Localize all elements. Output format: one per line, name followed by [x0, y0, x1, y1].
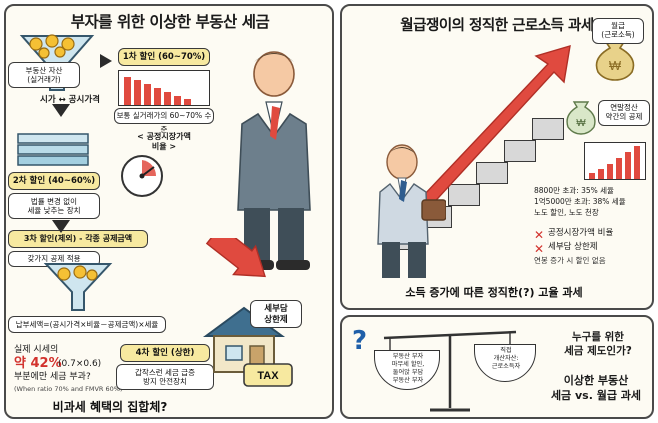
x-icon-1: ✕ — [534, 242, 545, 256]
question-mark: ? — [352, 326, 368, 356]
effective-rate-note: (When ratio 70% and FMVR 60%) — [14, 385, 123, 393]
effective-rate-line3: 부분에만 세금 부과? — [14, 372, 91, 382]
x-icon-0: ✕ — [534, 228, 545, 242]
funnel2-icon — [43, 263, 113, 311]
tax-cap-label: 세부담 상한제 — [250, 300, 302, 328]
scale-icon — [383, 330, 517, 412]
stairs-up-arrow — [398, 42, 578, 223]
x-item-1: 세부담 상한제 — [548, 242, 598, 252]
step1-caption: 보통 실거래가의 60~70% 수준 — [114, 108, 214, 134]
x-item-0: 공정시장가액 비율 — [548, 228, 614, 238]
asset-label: 부동산 자산 (실거래가) — [8, 62, 80, 88]
left-panel-footer: 비과세 혜택의 집합체? — [52, 400, 168, 414]
salary-bag-group: ₩ — [586, 34, 644, 82]
yearend-bag-group: ₩ — [560, 98, 602, 136]
fmv-ratio-gauge — [116, 150, 168, 202]
step2-tag: 2차 할인 (40~60%) — [8, 172, 100, 190]
small-money-bag-icon: ₩ — [566, 101, 596, 135]
tax-tag-icon: TAX — [243, 363, 293, 387]
bottom-headline-2: 이상한 부동산 세금 vs. 월급 과세 — [550, 374, 642, 402]
rich-person-illustration — [224, 40, 324, 270]
deduction-funnel-icon — [40, 258, 116, 314]
arrow-step1-to-step2 — [52, 104, 70, 117]
red-arrow-icon — [205, 225, 266, 278]
step1-tag: 1차 할인 (60~70%) — [118, 48, 210, 66]
effective-rate-value: 약 42% — [14, 356, 62, 371]
svg-text:TAX: TAX — [257, 370, 279, 382]
person-climbing-icon — [377, 144, 447, 278]
balance-scale-group — [370, 322, 530, 416]
salaryman-illustration — [368, 140, 447, 280]
step4-tag: 4차 할인 (상한) — [120, 344, 210, 362]
left-scale-pan: 부동산 부자 마무세 할인, 둘어앉 부담 부동산 부자 — [374, 350, 440, 390]
left-panel-title: 부자를 위한 이상한 부동산 세금 — [70, 13, 270, 31]
tax-note-0: 8800만 초과: 35% 세율 — [534, 186, 614, 195]
svg-text:₩: ₩ — [576, 118, 586, 129]
arrow-step2-to-step3 — [52, 220, 70, 233]
red-flow-arrow — [202, 225, 276, 298]
documents-stack-icon — [14, 130, 94, 170]
step2-caption: 법률 변경 없이 세율 낮추는 장치 — [8, 193, 100, 219]
left-pan-text: 부동산 부자 마무세 할인, 둘어앉 부담 부동산 부자 — [391, 353, 425, 385]
money-bag-icon: ₩ — [595, 41, 635, 81]
up-arrow-icon — [404, 45, 571, 223]
arrow-asset-to-step1 — [100, 54, 112, 68]
right-panel-title: 월급쟁이의 정직한 근로소득 과세 — [400, 18, 594, 34]
tax-rate-chart — [584, 142, 646, 180]
tax-note-2: 노도 할인, 노도 천장 — [534, 208, 599, 217]
fmv-ratio-label: < 공정시장가액 비율 > — [137, 132, 191, 151]
bottom-headline-1: 누구를 위한 세금 제도인가? — [564, 331, 632, 358]
price-ratio-label: 시가 ↔ 공시가격 — [40, 95, 100, 105]
tax-formula: 납부세액=(공시가격×비율－공제금액)×세율 — [8, 316, 166, 333]
yearend-label: 연말정산 약간의 공제 — [598, 100, 650, 126]
svg-text:₩: ₩ — [609, 58, 622, 73]
person-walking-icon — [237, 51, 311, 270]
right-pan-text: 직접 개산자산: 근로소득자 — [491, 347, 521, 371]
stairs-group — [392, 60, 582, 250]
salary-bag-label: 월급 (근로소득) — [592, 18, 644, 44]
step4-caption: 갑작스런 세금 급증 방지 안전장치 — [116, 364, 214, 390]
tax-tag-group: TAX — [242, 362, 294, 388]
effective-rate-line1: 실제 시세의 — [14, 345, 59, 355]
effective-rate-value-sub: (0.7×0.6) — [58, 359, 102, 369]
x-items-subnote: 연봉 증가 시 할인 없음 — [534, 256, 606, 265]
tax-note-1: 1억5000만 초과: 38% 세율 — [534, 197, 626, 206]
step1-chart — [118, 70, 210, 106]
step3-tag: 3차 할인(제외) - 각종 공제금액 — [8, 230, 148, 248]
right-top-footer: 소득 증가에 따른 정직한(?) 고율 과세 — [405, 286, 583, 299]
gauge-icon — [121, 155, 163, 197]
docs-icon — [17, 133, 89, 166]
